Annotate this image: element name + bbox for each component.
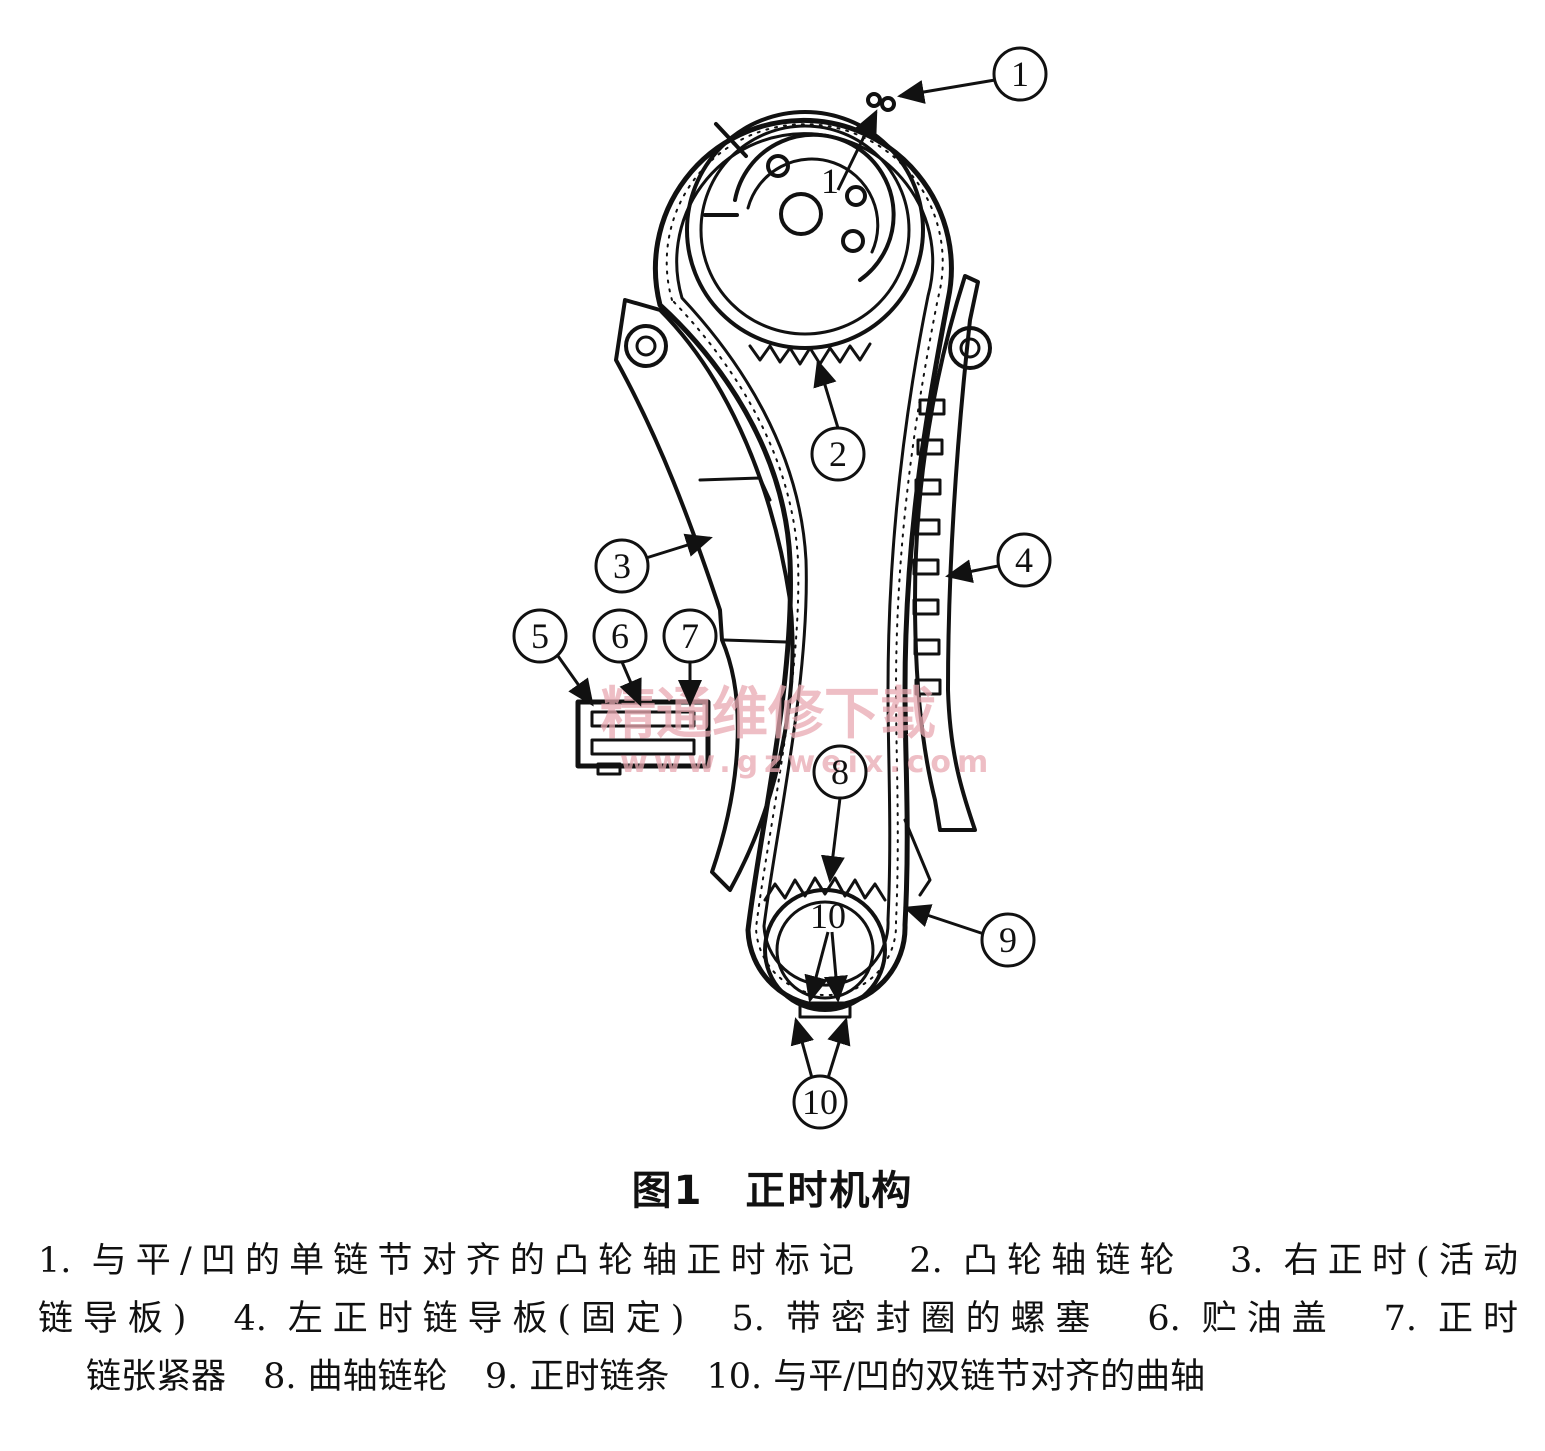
legend-line: 链张紧器 8. 曲轴链轮 9. 正时链条 10. 与平/凹的双链节对齐的曲轴 [38,1348,1518,1406]
fixed-chain-guide [903,274,992,897]
callout-10-inner: 10 [810,896,846,936]
figure-title: 图1 正时机构 [631,1168,914,1214]
legend-item-3a: 3. 右正时(活动 [1229,1241,1518,1281]
callout-1-outer: 1 [1011,54,1029,94]
timing-mechanism-diagram: 精通维修下载 www.gzweix.com 1 1 2 3 4 5 [512,46,1052,1130]
legend-item-5: 5. 带密封圈的螺塞 [731,1299,1101,1339]
legend-item-2: 2. 凸轮轴链轮 [909,1241,1184,1281]
callout-1-inner: 1 [821,161,839,201]
callout-2: 2 [829,434,847,474]
legend-item-1: 1. 与平/凹的单链节对齐的凸轮轴正时标记 [38,1241,864,1281]
callout-10-outer: 10 [802,1082,838,1122]
legend-item-10: 10. 与平/凹的双链节对齐的曲轴 [706,1357,1206,1397]
legend-line: 链导板) 4. 左正时链导板(固定) 5. 带密封圈的螺塞 6. 贮油盖 7. … [38,1290,1518,1348]
callout-6: 6 [611,616,629,656]
callout-3: 3 [613,546,631,586]
watermark-cn: 精通维修下载 [600,682,936,747]
legend-item-6: 6. 贮油盖 [1147,1299,1337,1339]
figure-legend: 1. 与平/凹的单链节对齐的凸轮轴正时标记 2. 凸轮轴链轮 3. 右正时(活动… [38,1232,1518,1406]
chain-tensioner [575,699,711,776]
callout-5: 5 [531,616,549,656]
watermark-url: www.gzweix.com [620,745,994,780]
legend-item-8: 8. 曲轴链轮 [263,1357,448,1397]
movable-chain-guide [614,298,795,892]
legend-item-3b: 链导板) [38,1299,187,1339]
legend-item-9: 9. 正时链条 [484,1357,670,1397]
legend-item-7a: 7. 正时 [1383,1299,1518,1339]
legend-item-4: 4. 左正时链导板(固定) [233,1299,685,1339]
callout-8: 8 [831,752,849,792]
legend-line: 1. 与平/凹的单链节对齐的凸轮轴正时标记 2. 凸轮轴链轮 3. 右正时(活动 [38,1232,1518,1290]
legend-item-7b: 链张紧器 [86,1357,227,1397]
callout-9: 9 [999,920,1017,960]
camshaft-sprocket [685,92,925,366]
callout-7: 7 [681,616,699,656]
watermark: 精通维修下载 www.gzweix.com [600,682,994,780]
callout-4: 4 [1015,540,1033,580]
